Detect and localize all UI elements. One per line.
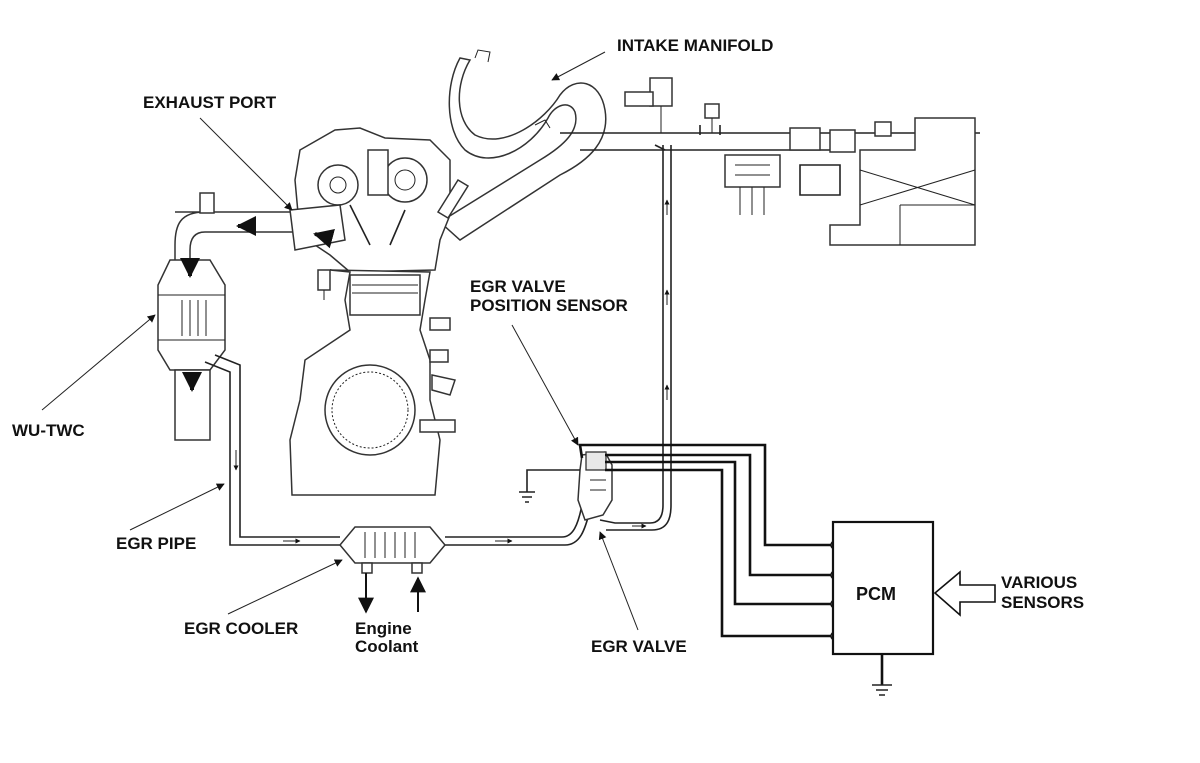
egr-valve (519, 144, 672, 531)
exhaust-flow-arrows (180, 216, 335, 392)
wu-twc-converter (157, 259, 226, 441)
wu-twc-label: WU-TWC (12, 421, 85, 440)
engine-coolant-label-line1: Engine (355, 619, 412, 638)
egr-cooler (339, 526, 446, 574)
egr-valve-position-sensor-label-line1: EGR VALVE (470, 277, 566, 296)
engine-coolant-label-line2: Coolant (355, 637, 419, 656)
pcm-wiring (578, 443, 840, 641)
coolant-flow-arrows (358, 573, 426, 614)
intake-tract (560, 77, 980, 246)
egr-cooler-label: EGR COOLER (184, 619, 298, 638)
leader-lines (41, 51, 639, 631)
pcm-module: PCM (831, 520, 935, 696)
various-sensors-label-line1: VARIOUS (1001, 573, 1077, 592)
engine (289, 127, 470, 496)
intake-manifold-label: INTAKE MANIFOLD (617, 36, 773, 55)
egr-valve-position-sensor-label-line2: POSITION SENSOR (470, 296, 628, 315)
pcm-label: PCM (856, 584, 896, 604)
egr-pipe (204, 354, 591, 546)
intake-manifold (438, 49, 607, 241)
egr-pipe-label: EGR PIPE (116, 534, 196, 553)
various-sensors-arrow (933, 570, 996, 617)
egr-valve-label: EGR VALVE (591, 637, 687, 656)
exhaust-port-label: EXHAUST PORT (143, 93, 277, 112)
various-sensors-label-line2: SENSORS (1001, 593, 1084, 612)
